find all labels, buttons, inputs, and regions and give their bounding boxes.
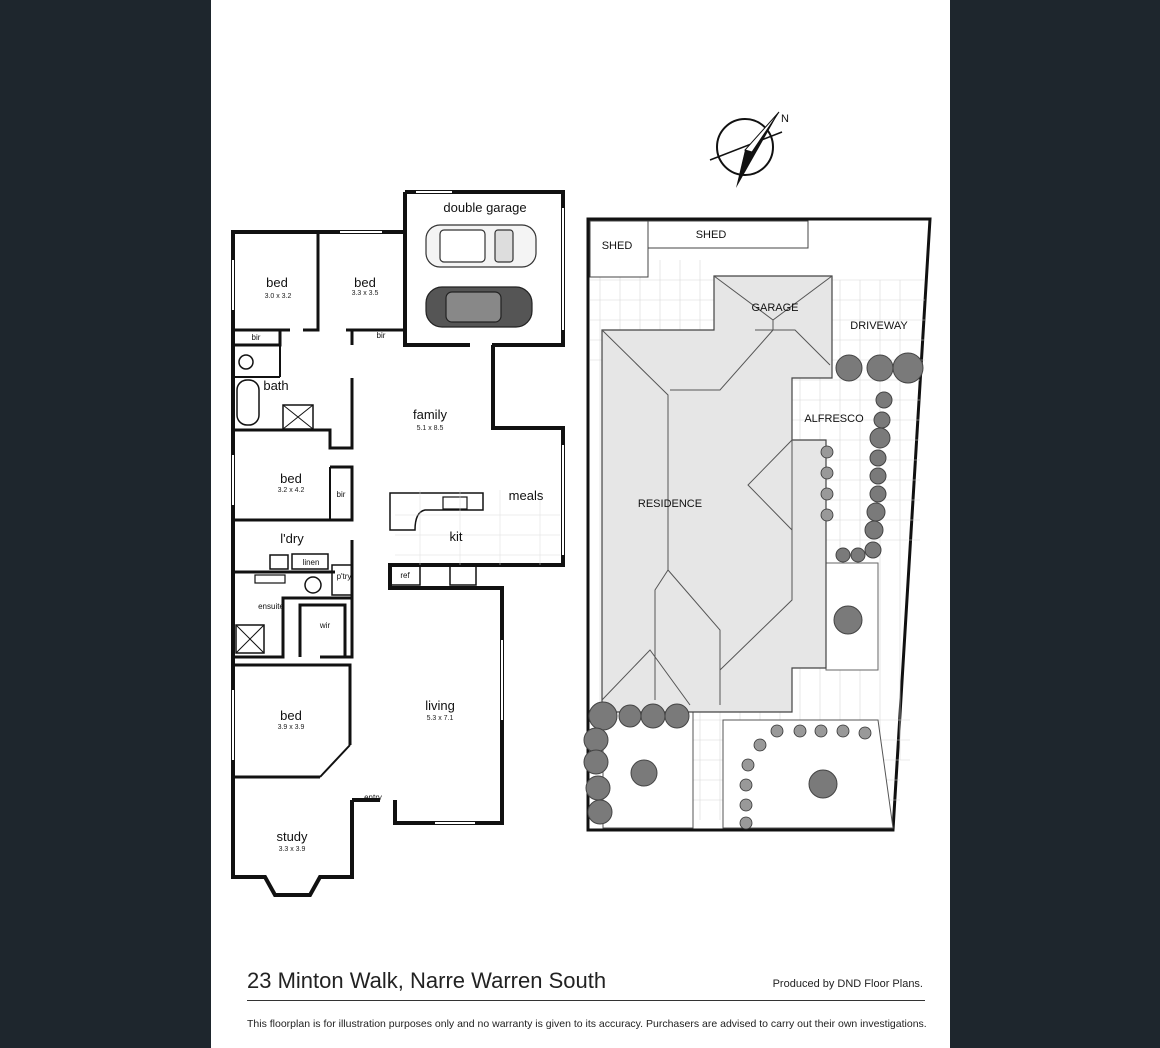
- bir-label: bir: [377, 331, 386, 340]
- floorplan-page: double garage bed 3.0 x 3.2 bed 3.3 x 3.…: [211, 0, 950, 1048]
- meals-label: meals: [509, 488, 544, 503]
- ptry-label: p'try: [337, 572, 352, 581]
- floorplan-drawing: double garage bed 3.0 x 3.2 bed 3.3 x 3.…: [231, 111, 932, 897]
- house-floorplan: [231, 190, 565, 897]
- car-icon: [425, 286, 533, 328]
- bath-label: bath: [263, 378, 288, 393]
- footer-divider: [247, 1000, 925, 1001]
- bed-size: 3.9 x 3.9: [278, 724, 305, 731]
- compass-icon: N: [709, 111, 789, 188]
- bed-size: 3.3 x 3.5: [352, 290, 379, 297]
- linen-label: linen: [303, 558, 320, 567]
- family-label: family: [413, 407, 447, 422]
- palm-icon: [739, 445, 872, 830]
- kit-label: kit: [450, 529, 463, 544]
- living-size: 5.3 x 7.1: [427, 715, 454, 722]
- driveway-label: DRIVEWAY: [850, 320, 908, 332]
- garage-label: GARAGE: [751, 302, 798, 314]
- shed-label: SHED: [602, 240, 633, 252]
- wir-label: wir: [319, 621, 331, 630]
- ldry-label: l'dry: [280, 531, 304, 546]
- property-address: 23 Minton Walk, Narre Warren South: [247, 968, 607, 993]
- entry-label: entry: [364, 793, 382, 802]
- study-size: 3.3 x 3.9: [279, 846, 306, 853]
- disclaimer-text: This floorplan is for illustration purpo…: [247, 1018, 927, 1030]
- bed-label: bed: [280, 708, 302, 723]
- car-icon: [425, 224, 537, 268]
- ref-label: ref: [400, 571, 410, 580]
- bed-size: 3.2 x 4.2: [278, 487, 305, 494]
- kitchen-tiles: [395, 490, 560, 565]
- family-size: 5.1 x 8.5: [417, 425, 444, 432]
- alfresco-label: ALFRESCO: [804, 413, 864, 425]
- bir-label: bir: [252, 333, 261, 342]
- producer-credit: Produced by DND Floor Plans.: [772, 978, 923, 990]
- bed-label: bed: [354, 275, 376, 290]
- shed-label: SHED: [696, 229, 727, 241]
- bed-label: bed: [266, 275, 288, 290]
- study-label: study: [276, 829, 308, 844]
- living-label: living: [425, 698, 455, 713]
- bir-label: bir: [337, 490, 346, 499]
- tree-icon: [583, 352, 924, 825]
- ensuite-label: ensuite: [258, 602, 284, 611]
- compass-north-label: N: [781, 113, 789, 125]
- double-garage-label: double garage: [443, 200, 526, 215]
- residence-label: RESIDENCE: [638, 498, 702, 510]
- bed-size: 3.0 x 3.2: [265, 293, 292, 300]
- bed-label: bed: [280, 471, 302, 486]
